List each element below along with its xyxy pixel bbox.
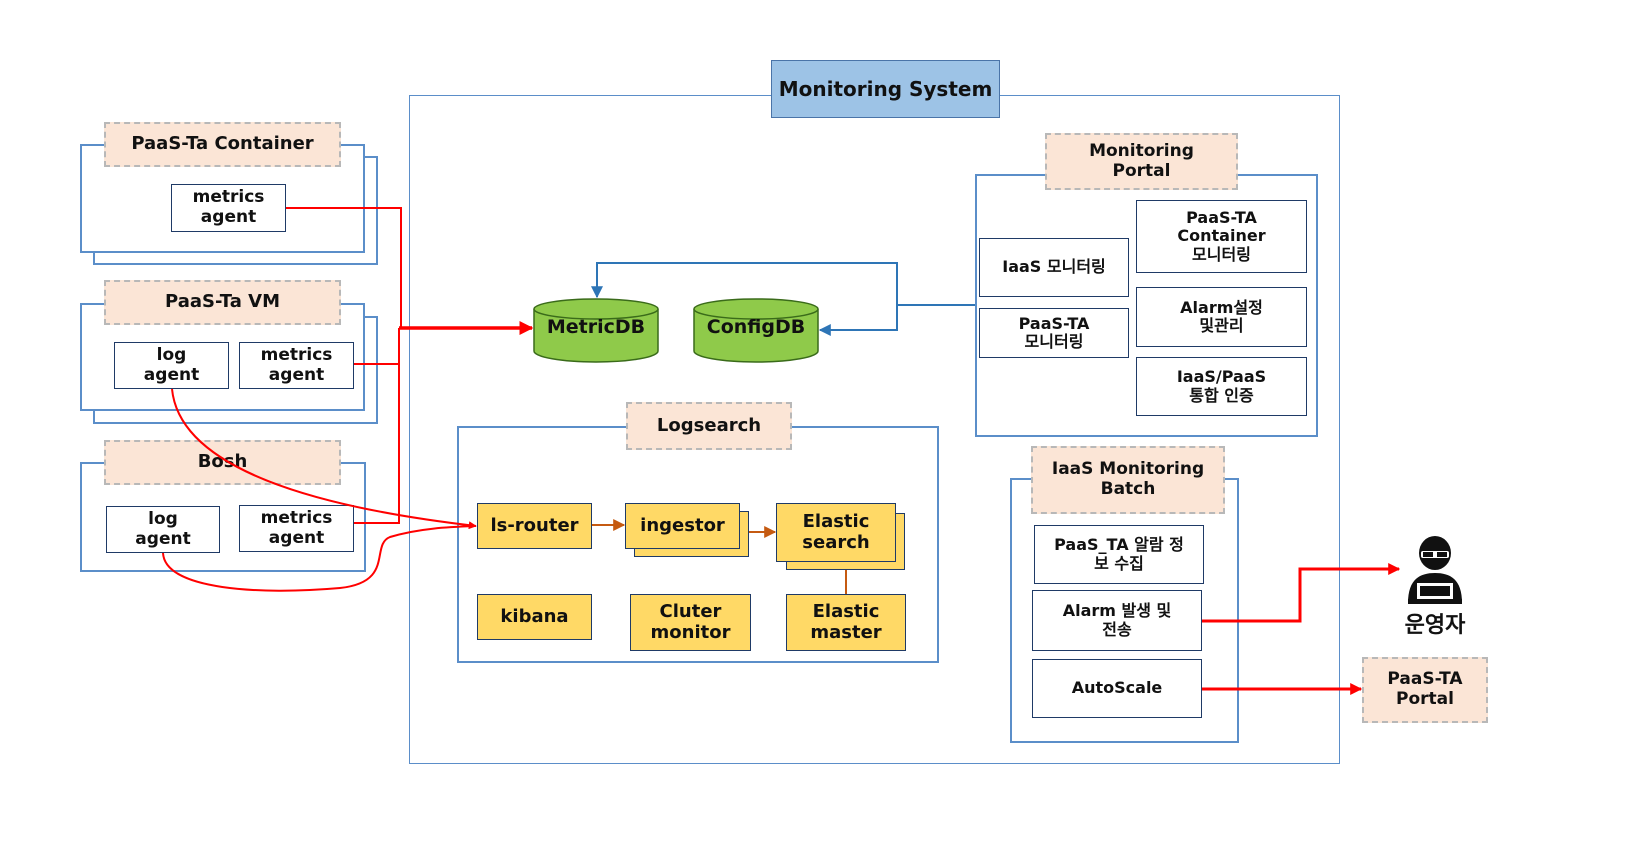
vm-metrics-agent[interactable]: metrics agent bbox=[239, 342, 354, 389]
logsearch-title: Logsearch bbox=[626, 402, 792, 450]
metricdb-label: MetricDB bbox=[546, 316, 646, 338]
portal-container-monitoring[interactable]: PaaS-TA Container 모니터링 bbox=[1136, 200, 1307, 273]
portal-auth[interactable]: IaaS/PaaS 통합 인증 bbox=[1136, 357, 1307, 416]
vm-log-agent[interactable]: log agent bbox=[114, 342, 229, 389]
operator-label: 운영자 bbox=[1404, 613, 1466, 638]
elastic-search[interactable]: Elastic search bbox=[776, 503, 896, 562]
ingestor[interactable]: ingestor bbox=[625, 503, 740, 549]
vm-title: PaaS-Ta VM bbox=[104, 280, 341, 325]
portal-title: Monitoring Portal bbox=[1045, 133, 1238, 190]
batch-title: IaaS Monitoring Batch bbox=[1031, 446, 1225, 514]
cluter-monitor[interactable]: Cluter monitor bbox=[630, 594, 751, 651]
portal-iaas-monitoring[interactable]: IaaS 모니터링 bbox=[979, 238, 1129, 297]
portal-alarm-settings[interactable]: Alarm설정 및관리 bbox=[1136, 287, 1307, 347]
metricdb-cylinder[interactable]: MetricDB bbox=[532, 297, 660, 365]
elastic-master[interactable]: Elastic master bbox=[786, 594, 906, 651]
batch-alarm-collect[interactable]: PaaS_TA 알람 정 보 수집 bbox=[1034, 525, 1204, 584]
portal-paasta-monitoring[interactable]: PaaS-TA 모니터링 bbox=[979, 308, 1129, 358]
ls-router[interactable]: ls-router bbox=[477, 503, 592, 549]
bosh-log-agent[interactable]: log agent bbox=[106, 506, 220, 553]
monitoring-system-title: Monitoring System bbox=[771, 60, 1000, 118]
configdb-cylinder[interactable]: ConfigDB bbox=[692, 297, 820, 365]
batch-alarm-send[interactable]: Alarm 발생 및 전송 bbox=[1032, 590, 1202, 651]
bosh-title: Bosh bbox=[104, 440, 341, 485]
batch-autoscale[interactable]: AutoScale bbox=[1032, 659, 1202, 718]
container-title: PaaS-Ta Container bbox=[104, 122, 341, 167]
bosh-metrics-agent[interactable]: metrics agent bbox=[239, 505, 354, 552]
paasta-portal[interactable]: PaaS-TA Portal bbox=[1362, 657, 1488, 723]
container-metrics-agent[interactable]: metrics agent bbox=[171, 184, 286, 232]
person-icon bbox=[1408, 536, 1462, 604]
configdb-label: ConfigDB bbox=[706, 316, 806, 338]
kibana[interactable]: kibana bbox=[477, 594, 592, 640]
operator[interactable]: 운영자 bbox=[1400, 535, 1470, 645]
